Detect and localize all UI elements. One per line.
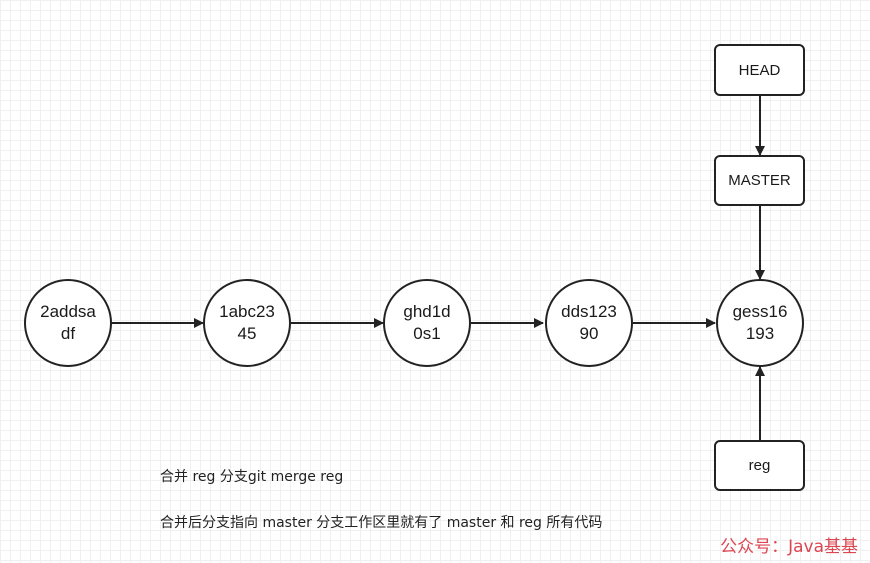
ref-box-master: MASTER (714, 155, 805, 206)
note-merge-result: 合并后分支指向 master 分支工作区里就有了 master 和 reg 所有… (160, 515, 603, 531)
commit-node-3-line-2: 0s1 (413, 324, 440, 343)
ref-box-head: HEAD (714, 44, 805, 96)
commit-node-1-line-1: 2addsa (40, 302, 96, 321)
commit-node-4-line-1: dds123 (561, 302, 617, 321)
commit-node-2: 1abc23 45 (203, 279, 291, 367)
watermark: 公众号：Java基基 (720, 537, 858, 557)
ref-box-reg: reg (714, 440, 805, 491)
commit-node-5-line-1: gess16 (733, 302, 788, 321)
commit-node-2-line-1: 1abc23 (219, 302, 275, 321)
commit-node-1-line-2: df (61, 324, 75, 343)
commit-node-1: 2addsa df (24, 279, 112, 367)
commit-node-4: dds123 90 (545, 279, 633, 367)
commit-node-2-line-2: 45 (238, 324, 257, 343)
ref-box-head-label: HEAD (739, 62, 781, 79)
commit-node-4-line-2: 90 (580, 324, 599, 343)
ref-box-reg-label: reg (749, 457, 771, 474)
note-merge-command: 合并 reg 分支git merge reg (160, 469, 344, 485)
commit-node-5-line-2: 193 (746, 324, 774, 343)
commit-node-3-line-1: ghd1d (403, 302, 450, 321)
ref-box-master-label: MASTER (728, 172, 791, 189)
commit-node-5: gess16 193 (716, 279, 804, 367)
commit-node-3: ghd1d 0s1 (383, 279, 471, 367)
